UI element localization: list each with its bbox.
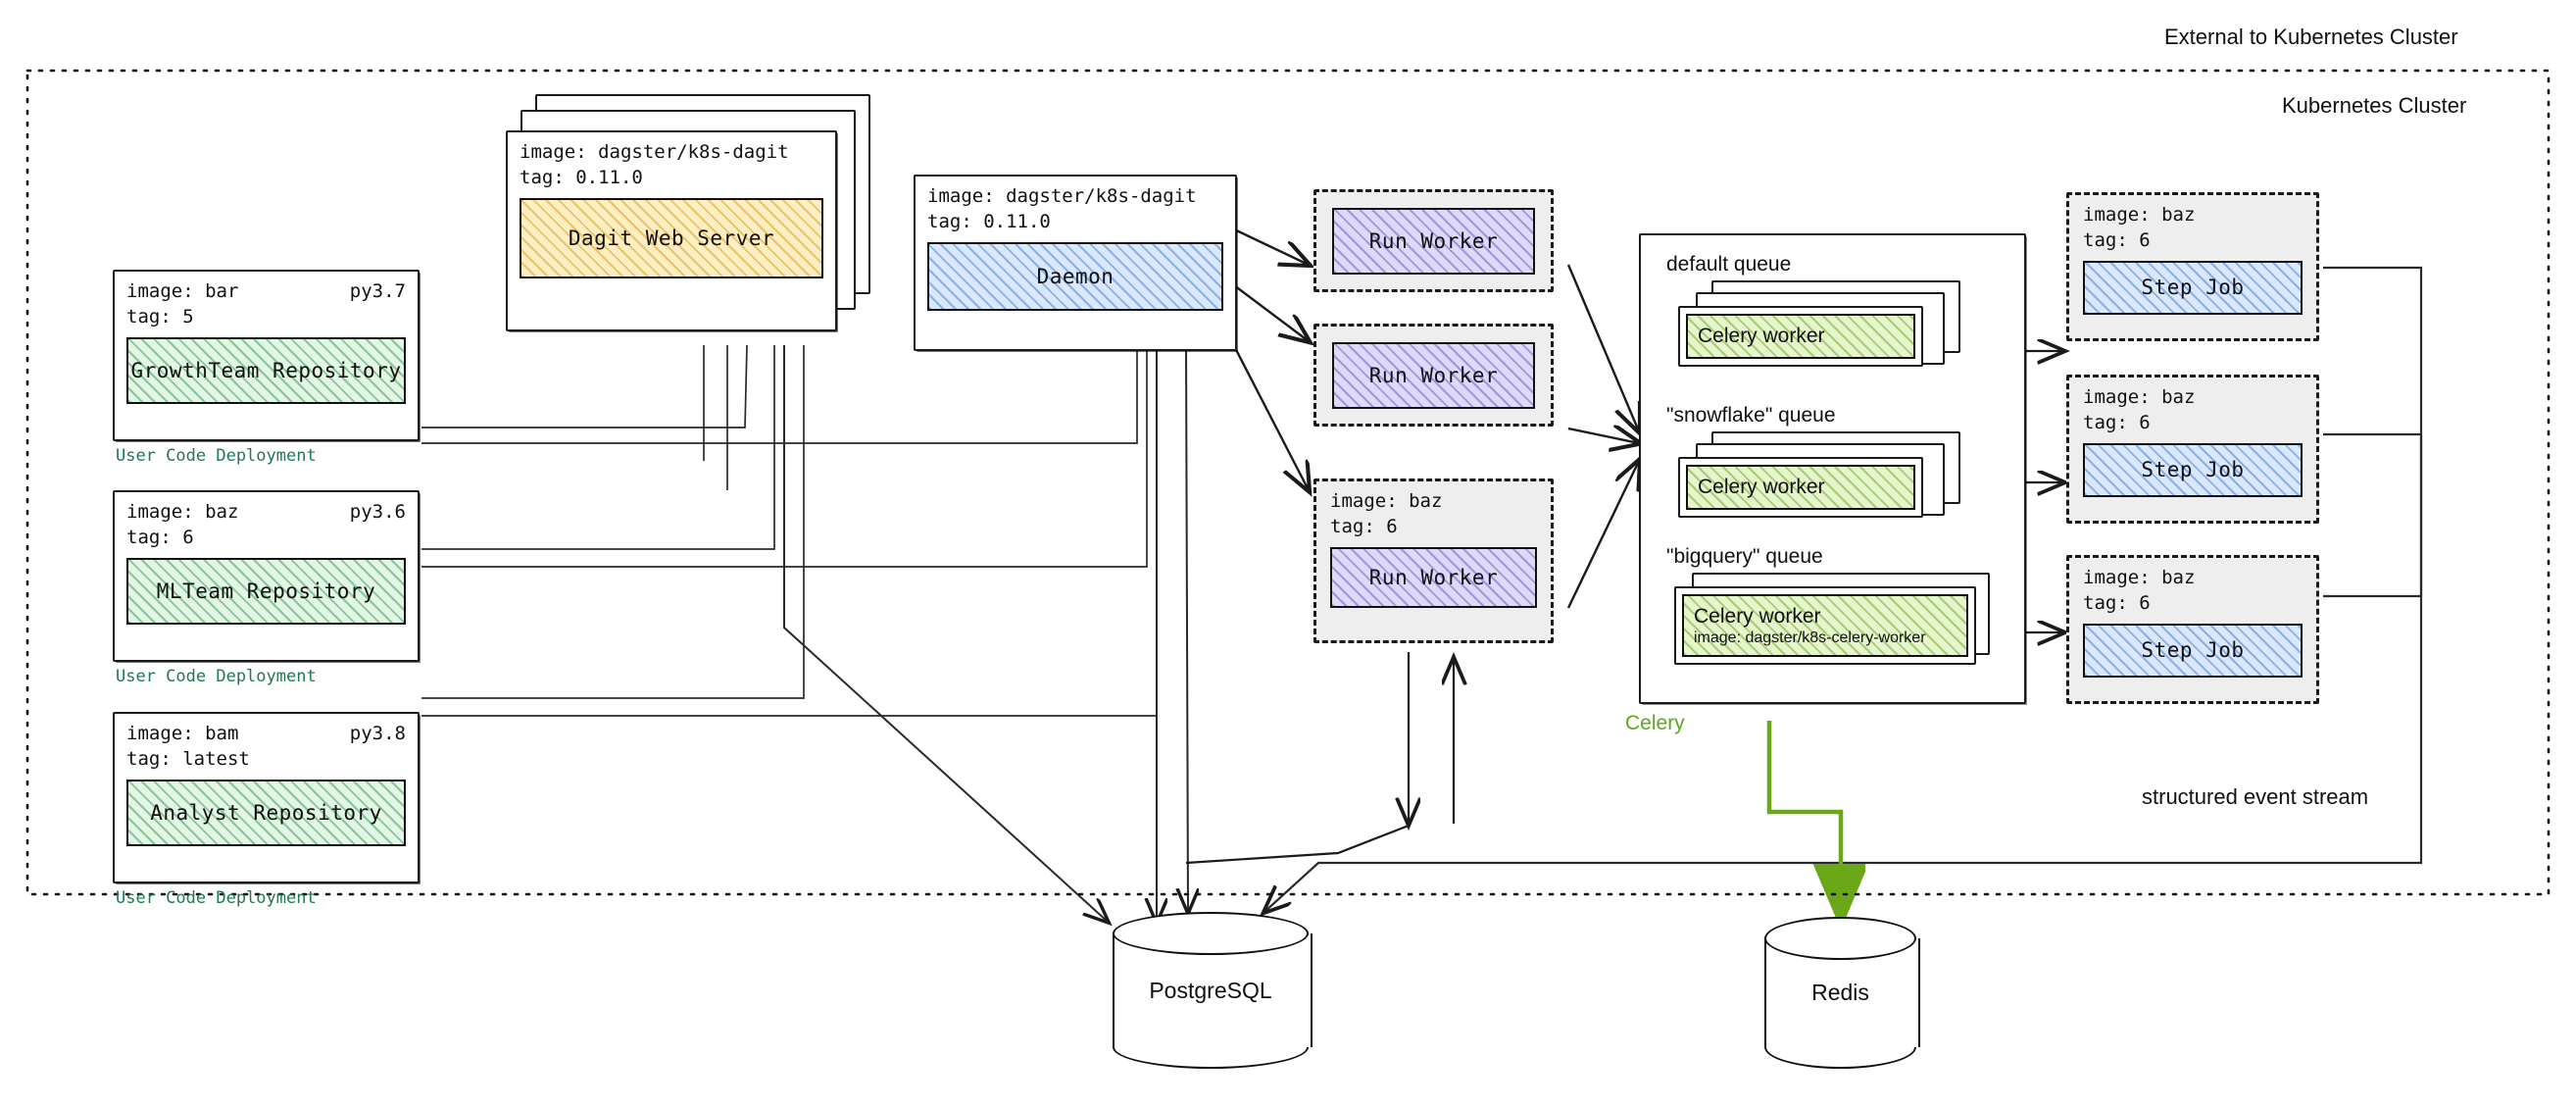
- external-region-label: External to Kubernetes Cluster: [2164, 25, 2458, 49]
- metadata-db-links: [783, 344, 1188, 922]
- pod-image: image: baz: [2083, 204, 2196, 226]
- pod-meta: image: dagster/k8s-dagit: [916, 176, 1235, 210]
- pod-meta: image: bam py3.8: [115, 714, 418, 747]
- pod-meta-tag: tag: 6: [2069, 591, 2316, 617]
- pod-tag: tag: 0.11.0: [520, 167, 643, 189]
- database-label: PostgreSQL: [1149, 977, 1272, 1003]
- queue-label: "bigquery" queue: [1666, 545, 1823, 568]
- pod-meta-tag: tag: 5: [115, 305, 418, 330]
- daemon-to-run-worker-arrows: [1228, 226, 1309, 490]
- celery-worker-image: image: dagster/k8s-celery-worker: [1694, 629, 1926, 646]
- pod-image: image: baz: [126, 501, 239, 523]
- database-label: Redis: [1811, 980, 1869, 1005]
- cluster-region-label: Kubernetes Cluster: [2282, 93, 2467, 118]
- database-postgresql[interactable]: PostgreSQL: [1113, 912, 1313, 1069]
- cylinder-top: [1764, 917, 1916, 960]
- step-job-box[interactable]: Step Job: [2083, 442, 2303, 497]
- pod-meta: image: baz: [2069, 558, 2316, 591]
- pod-image: image: baz: [2083, 567, 2196, 588]
- pod-meta: image: baz: [2069, 378, 2316, 411]
- run-worker-pod-1[interactable]: Run Worker: [1313, 189, 1554, 292]
- dagit-web-server-box[interactable]: Dagit Web Server: [520, 197, 823, 278]
- queue-label: "snowflake" queue: [1666, 404, 1836, 427]
- deployment-caption-growthteam: User Code Deployment: [116, 446, 317, 466]
- queue-snowflake: "snowflake" queue Celery worker: [1666, 404, 1980, 528]
- pod-meta-tag: tag: 6: [2069, 411, 2316, 436]
- daemon-box[interactable]: Daemon: [927, 241, 1223, 311]
- celery-group-label: Celery: [1625, 712, 1685, 734]
- run-worker-db-links: [1185, 652, 1454, 865]
- pod-tag: tag: 6: [2083, 229, 2151, 252]
- pod-meta: image: baz: [1316, 481, 1551, 515]
- pod-meta-tag: tag: 6: [1316, 515, 1551, 540]
- user-code-deployment-analyst[interactable]: image: bam py3.8 tag: latest Analyst Rep…: [113, 712, 420, 883]
- pod-image: image: dagster/k8s-dagit: [927, 185, 1197, 207]
- pod-meta: image: baz: [2069, 195, 2316, 228]
- pod-tag: tag: latest: [126, 748, 250, 771]
- pod-tag: tag: 5: [126, 306, 194, 328]
- run-worker-pod-3[interactable]: image: baz tag: 6 Run Worker: [1313, 478, 1554, 643]
- pod-tag: tag: 0.11.0: [927, 211, 1051, 233]
- pod-tag: tag: 6: [126, 527, 194, 549]
- step-job-pod-1[interactable]: image: baz tag: 6 Step Job: [2066, 192, 2319, 341]
- event-stream-label: structured event stream: [2142, 784, 2369, 809]
- pod-meta-tag: tag: 6: [2069, 228, 2316, 254]
- pod-python-version: py3.7: [349, 280, 406, 302]
- celery-worker-pod-bigquery[interactable]: Celery worker image: dagster/k8s-celery-…: [1674, 586, 1976, 665]
- dagit-web-server-pod[interactable]: image: dagster/k8s-dagit tag: 0.11.0 Dag…: [506, 130, 837, 331]
- run-worker-pod-2[interactable]: Run Worker: [1313, 324, 1554, 427]
- celery-worker-pod-snowflake[interactable]: Celery worker: [1678, 457, 1923, 518]
- step-job-box[interactable]: Step Job: [2083, 260, 2303, 315]
- celery-worker-pod-default[interactable]: Celery worker: [1678, 306, 1923, 367]
- run-worker-box[interactable]: Run Worker: [1332, 207, 1535, 275]
- pod-tag: tag: 6: [2083, 592, 2151, 615]
- daemon-pod[interactable]: image: dagster/k8s-dagit tag: 0.11.0 Dae…: [914, 175, 1237, 351]
- pod-meta-tag: tag: 0.11.0: [916, 210, 1235, 235]
- cylinder-top: [1113, 912, 1309, 955]
- celery-worker-box[interactable]: Celery worker: [1686, 314, 1915, 359]
- database-redis[interactable]: Redis: [1764, 917, 1920, 1069]
- run-worker-box[interactable]: Run Worker: [1330, 546, 1537, 608]
- celery-worker-title: Celery worker: [1694, 604, 1821, 628]
- step-job-pod-2[interactable]: image: baz tag: 6 Step Job: [2066, 375, 2319, 524]
- run-worker-to-celery-arrows: [1566, 264, 1639, 609]
- run-worker-box[interactable]: Run Worker: [1332, 341, 1535, 409]
- step-job-box[interactable]: Step Job: [2083, 623, 2303, 678]
- deployment-caption-analyst: User Code Deployment: [116, 888, 317, 908]
- pod-meta-tag: tag: 0.11.0: [508, 166, 835, 191]
- pod-meta-tag: tag: latest: [115, 747, 418, 773]
- celery-to-redis-link: [1766, 721, 1841, 917]
- queue-label: default queue: [1666, 253, 1792, 276]
- celery-worker-title: Celery worker: [1698, 325, 1825, 347]
- step-job-pod-3[interactable]: image: baz tag: 6 Step Job: [2066, 555, 2319, 704]
- celery-worker-box[interactable]: Celery worker: [1686, 465, 1915, 510]
- code-deployment-links: [421, 344, 1158, 717]
- celery-worker-box[interactable]: Celery worker image: dagster/k8s-celery-…: [1682, 594, 1968, 657]
- pod-image: image: baz: [1330, 490, 1443, 512]
- queue-default: default queue Celery worker: [1666, 253, 1980, 377]
- user-code-deployment-growthteam[interactable]: image: bar py3.7 tag: 5 GrowthTeam Repos…: [113, 270, 420, 441]
- pod-image: image: dagster/k8s-dagit: [520, 141, 789, 163]
- pod-meta: image: bar py3.7: [115, 272, 418, 305]
- queue-bigquery: "bigquery" queue Celery worker image: da…: [1666, 545, 2000, 680]
- pod-meta: image: baz py3.6: [115, 492, 418, 526]
- pod-meta: image: dagster/k8s-dagit: [508, 132, 835, 166]
- deployment-caption-mlteam: User Code Deployment: [116, 667, 317, 686]
- repository-box[interactable]: MLTeam Repository: [126, 557, 406, 625]
- pod-tag: tag: 6: [1330, 516, 1398, 538]
- pod-tag: tag: 6: [2083, 412, 2151, 434]
- pod-image: image: baz: [2083, 386, 2196, 408]
- repository-box[interactable]: GrowthTeam Repository: [126, 336, 406, 404]
- pod-image: image: bar: [126, 280, 239, 302]
- pod-python-version: py3.8: [349, 723, 406, 744]
- repository-box[interactable]: Analyst Repository: [126, 779, 406, 846]
- pod-image: image: bam: [126, 723, 239, 744]
- pod-meta-tag: tag: 6: [115, 526, 418, 551]
- user-code-deployment-mlteam[interactable]: image: baz py3.6 tag: 6 MLTeam Repositor…: [113, 490, 420, 662]
- pod-python-version: py3.6: [349, 501, 406, 523]
- celery-worker-title: Celery worker: [1698, 476, 1825, 498]
